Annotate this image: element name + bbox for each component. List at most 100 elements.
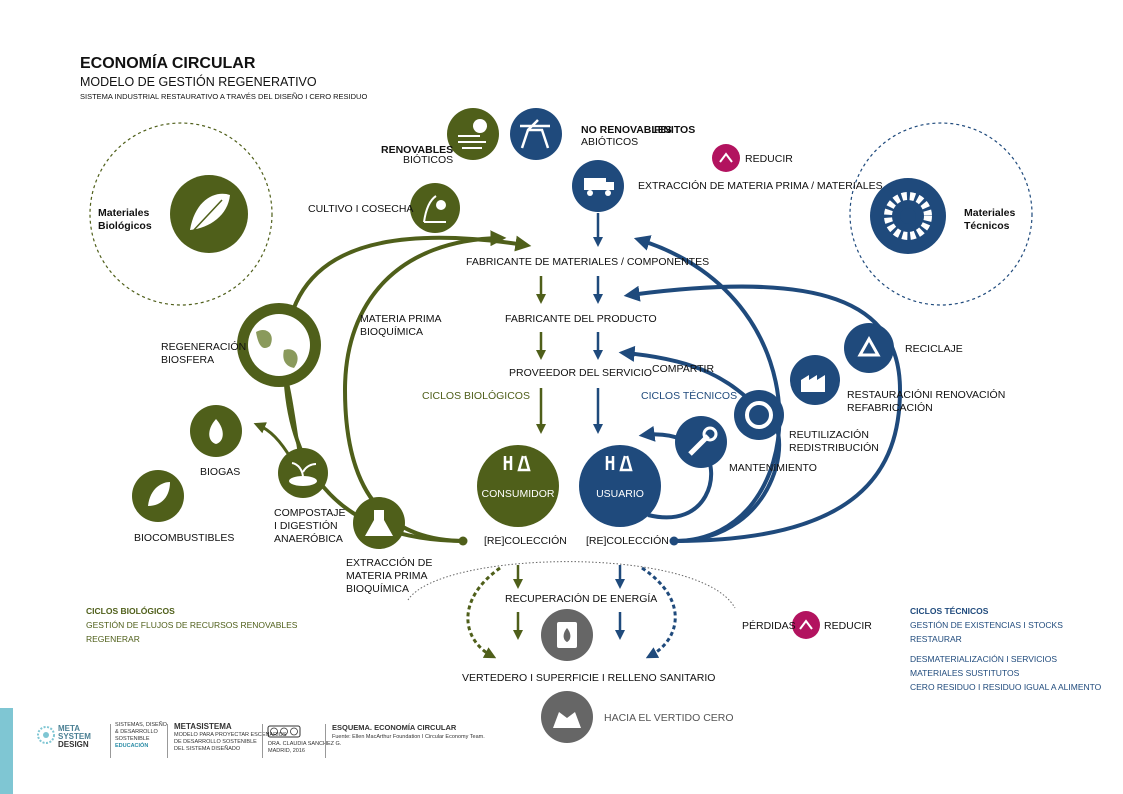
non-renewable-icon xyxy=(510,108,562,160)
footer-col4: ESQUEMA. ECONOMÍA CIRCULAR Fuente: Ellen… xyxy=(332,722,485,741)
footer-col3-line1: DRA. CLAUDIA SANCHEZ G. xyxy=(268,741,342,747)
legend-bio-title: CICLOS BIOLÓGICOS xyxy=(86,606,175,616)
label-no-renovables: NO RENOVABLES xyxy=(581,124,672,136)
label-reciclaje: RECICLAJE xyxy=(905,343,963,355)
label-compostaje-2: I DIGESTIÓN xyxy=(274,519,338,532)
footer-divider xyxy=(167,724,168,758)
recycling-icon xyxy=(844,323,894,373)
label-consumidor: CONSUMIDOR xyxy=(482,488,555,500)
footer-divider xyxy=(110,724,111,758)
dashed-tec-loss xyxy=(641,566,677,659)
footer-col4-line1: Fuente: Ellen MacArthur Foundation I Cir… xyxy=(332,734,485,740)
label-abioticos: ABIÓTICOS xyxy=(581,135,638,148)
label-vertedero: VERTEDERO I SUPERFICIE I RELLENO SANITAR… xyxy=(462,672,715,684)
footer-col1-line1: SISTEMAS, DISEÑO xyxy=(115,722,167,728)
label-usuario: USUARIO xyxy=(596,488,644,500)
label-reducir-top: REDUCIR xyxy=(745,153,793,165)
label-finitos: FINITOS xyxy=(654,124,695,136)
side-accent-bar xyxy=(0,708,13,794)
reduce-icon-top xyxy=(712,144,740,172)
label-regeneracion-2: BIOSFERA xyxy=(161,354,214,366)
bio-collection-dot xyxy=(458,536,468,546)
page-tagline: SISTEMA INDUSTRIAL RESTAURATIVO A TRAVÉS… xyxy=(80,92,368,101)
biofuel-icon xyxy=(132,470,184,522)
footer-divider xyxy=(325,724,326,758)
reduce-icon-bottom xyxy=(792,611,820,639)
creative-commons-icon xyxy=(267,725,301,738)
user-node xyxy=(579,445,661,527)
footer-col1: SISTEMAS, DISEÑO & DESARROLLO SOSTENIBLE… xyxy=(115,722,167,750)
label-recoleccion-tec: [RE]COLECCIÓN xyxy=(586,534,669,547)
consumer-node xyxy=(477,445,559,527)
label-extraccion-bio-3: BIOQUÍMICA xyxy=(346,582,409,595)
label-renovables: RENOVABLES xyxy=(381,144,453,156)
biochemical-extraction-icon xyxy=(353,497,405,549)
legend-bio-line2: REGENERAR xyxy=(86,634,140,644)
legend-tec-line5: CERO RESIDUO I RESIDUO IGUAL A ALIMENTO xyxy=(910,682,1102,692)
footer-col2-title: METASISTEMA xyxy=(174,722,232,731)
label-recuperacion-energia: RECUPERACIÓN DE ENERGÍA xyxy=(505,592,657,605)
label-regeneracion-1: REGENERACIÓN xyxy=(161,340,246,353)
label-biogas: BIOGAS xyxy=(200,466,240,478)
legend-technical: CICLOS TÉCNICOS GESTIÓN DE EXISTENCIAS I… xyxy=(910,604,1101,694)
biological-materials-icon xyxy=(170,175,248,253)
label-extraccion-bio-2: MATERIA PRIMA xyxy=(346,570,427,582)
label-materia-prima-2: BIOQUÍMICA xyxy=(360,325,423,338)
label-restauracion-2: REFABRICACIÓN xyxy=(847,401,933,414)
maintenance-wrench-icon xyxy=(675,416,727,468)
label-materia-prima-1: MATERIA PRIMA xyxy=(360,313,441,325)
legend-biological: CICLOS BIOLÓGICOS GESTIÓN DE FLUJOS DE R… xyxy=(86,604,297,646)
label-proveedor: PROVEEDOR DEL SERVICIO xyxy=(509,367,652,379)
footer-col1-line3: SOSTENIBLE xyxy=(115,736,150,742)
footer-col3-line2: MADRID, 2016 xyxy=(268,748,305,754)
legend-tec-line1: GESTIÓN DE EXISTENCIAS I STOCKS xyxy=(910,620,1063,630)
energy-recovery-icon xyxy=(541,609,593,661)
label-reutilizacion-2: REDISTRIBUCIÓN xyxy=(789,441,879,454)
logo-design: DESIGN xyxy=(58,740,89,749)
biological-materials-ring xyxy=(89,122,273,306)
zero-waste-icon xyxy=(541,691,593,743)
label-bioticos: BIÓTICOS xyxy=(403,153,453,166)
label-cultivo: CULTIVO I COSECHA xyxy=(308,203,413,215)
biogas-icon xyxy=(190,405,242,457)
tech-recycling-loop xyxy=(623,284,903,543)
tec-materials-line2: Técnicos xyxy=(964,220,1010,232)
footer-col2-line2: DE DESARROLLO SOSTENIBLE xyxy=(174,739,257,745)
label-compostaje-1: COMPOSTAJE xyxy=(274,507,346,519)
extraction-truck-icon xyxy=(572,160,624,212)
label-reducir-bottom: REDUCIR xyxy=(824,620,872,632)
label-ciclos-biologicos: CICLOS BIOLÓGICOS xyxy=(422,389,530,402)
bio-materials-line1: Materiales xyxy=(98,207,150,219)
remanufacturing-icon xyxy=(790,355,840,405)
renewable-biotic-icon xyxy=(447,108,499,160)
legend-tec-line4: MATERIALES SUSTITUTOS xyxy=(910,668,1020,678)
page-title: ECONOMÍA CIRCULAR xyxy=(80,55,256,72)
dashed-bio-loss xyxy=(466,566,501,659)
composting-icon xyxy=(278,448,328,498)
bio-materials-line2: Biológicos xyxy=(98,220,152,232)
tec-materials-line1: Materiales xyxy=(964,207,1016,219)
reuse-icon xyxy=(734,390,784,440)
label-biocombustibles: BIOCOMBUSTIBLES xyxy=(134,532,234,544)
earth-regeneration-icon xyxy=(237,303,321,387)
footer-logo-text: META SYSTEM DESIGN xyxy=(58,725,91,749)
legend-bio-line1: GESTIÓN DE FLUJOS DE RECURSOS RENOVABLES xyxy=(86,620,298,630)
logo-meta: META xyxy=(58,724,81,733)
technical-materials-icon xyxy=(870,178,946,254)
footer-col4-title: ESQUEMA. ECONOMÍA CIRCULAR xyxy=(332,723,457,732)
legend-tec-line2: RESTAURAR xyxy=(910,634,962,644)
metasystem-logo-icon xyxy=(37,726,55,744)
footer-col2-line1: MODELO PARA PROYECTAR ESCENARIOS xyxy=(174,732,287,738)
footer-divider xyxy=(262,724,263,758)
page-subtitle: MODELO DE GESTIÓN REGENERATIVO xyxy=(80,75,317,89)
label-compostaje-3: ANAERÓBICA xyxy=(274,532,343,545)
label-ciclos-tecnicos: CICLOS TÉCNICOS xyxy=(641,389,737,402)
label-mantenimiento: MANTENIMIENTO xyxy=(729,462,817,474)
footer-col1-line2: & DESARROLLO xyxy=(115,729,158,735)
label-extraccion-bio-1: EXTRACCIÓN DE xyxy=(346,556,432,569)
technical-materials-ring xyxy=(849,122,1033,306)
cultivation-icon xyxy=(410,183,460,233)
label-perdidas: PÉRDIDAS xyxy=(742,619,796,632)
label-hacia-vertido: HACIA EL VERTIDO CERO xyxy=(604,712,734,724)
